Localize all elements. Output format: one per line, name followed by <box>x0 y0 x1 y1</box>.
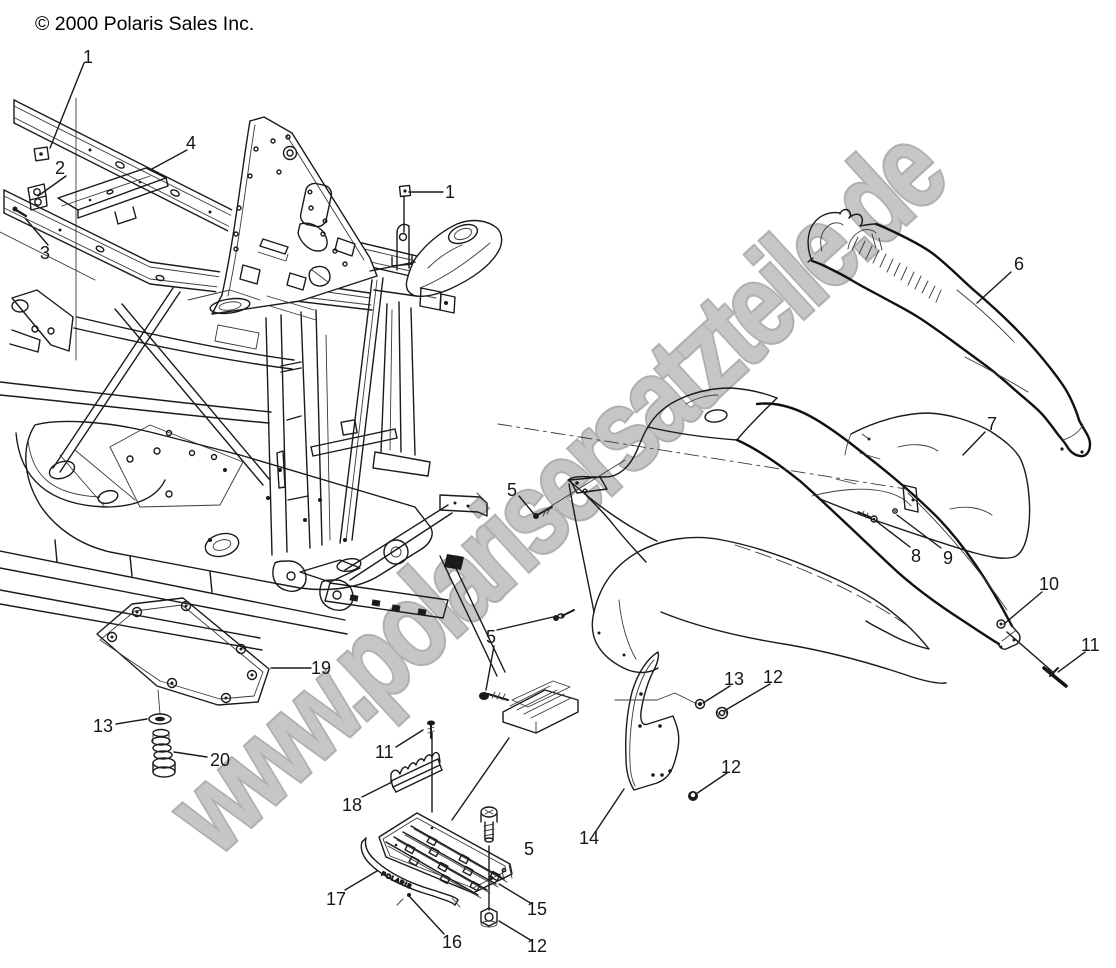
svg-text:7: 7 <box>987 414 997 434</box>
svg-text:6: 6 <box>1014 254 1024 274</box>
svg-text:11: 11 <box>1081 635 1100 655</box>
svg-text:© 2000 Polaris Sales Inc.: © 2000 Polaris Sales Inc. <box>35 13 254 35</box>
svg-text:12: 12 <box>763 667 783 687</box>
svg-text:1: 1 <box>83 47 93 67</box>
svg-text:4: 4 <box>186 133 196 153</box>
svg-text:16: 16 <box>442 932 462 952</box>
svg-text:5: 5 <box>486 627 496 647</box>
svg-text:17: 17 <box>326 889 346 909</box>
svg-text:19: 19 <box>311 658 331 678</box>
svg-text:14: 14 <box>579 828 599 848</box>
svg-text:11: 11 <box>375 742 394 762</box>
svg-text:13: 13 <box>93 716 113 736</box>
svg-text:20: 20 <box>210 750 230 770</box>
svg-text:10: 10 <box>1039 574 1059 594</box>
svg-text:5: 5 <box>524 839 534 859</box>
svg-text:2: 2 <box>55 158 65 178</box>
svg-text:13: 13 <box>724 669 744 689</box>
svg-text:9: 9 <box>943 548 953 568</box>
svg-text:1: 1 <box>445 182 455 202</box>
svg-text:12: 12 <box>721 757 741 777</box>
svg-text:8: 8 <box>911 546 921 566</box>
svg-text:5: 5 <box>507 480 517 500</box>
svg-text:18: 18 <box>342 795 362 815</box>
svg-text:3: 3 <box>40 243 50 263</box>
